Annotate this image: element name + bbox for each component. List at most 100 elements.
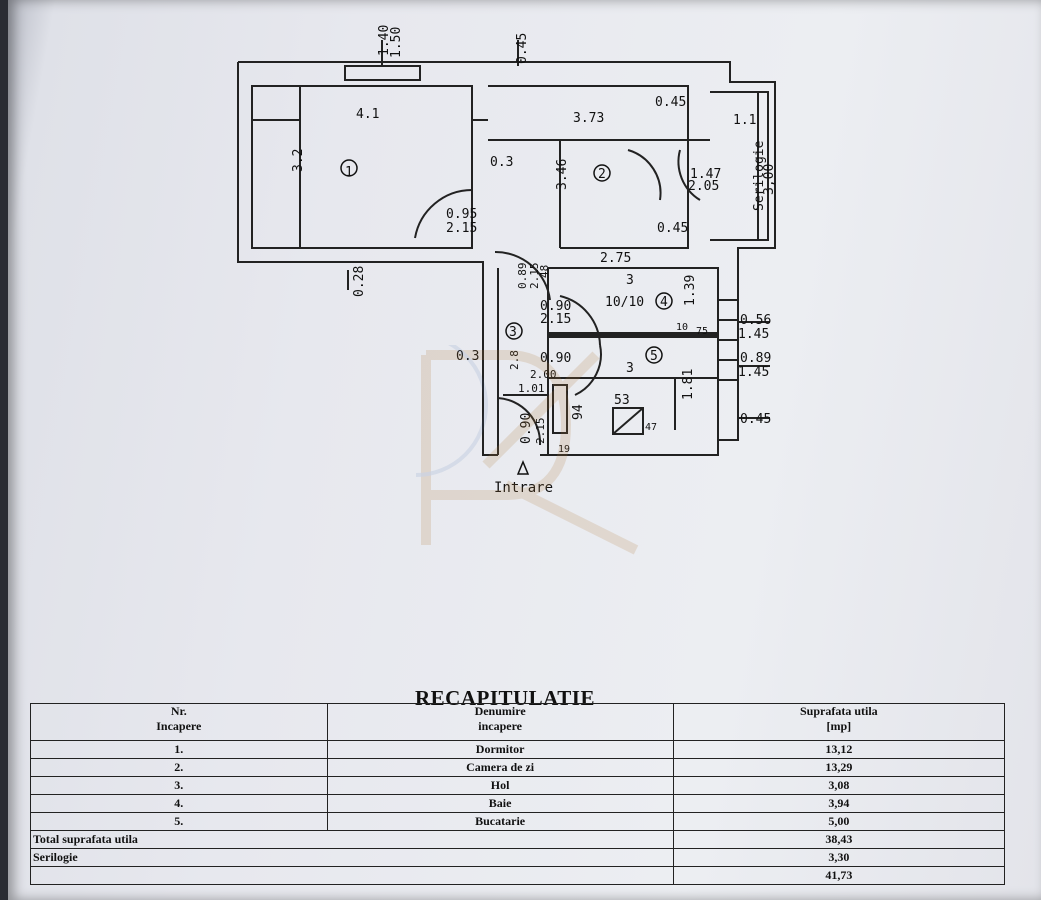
stove-47: 47: [645, 422, 657, 433]
wall-0-28: 0.28: [352, 266, 367, 297]
table-row: 3. Hol 3,08: [30, 776, 1006, 795]
header-denumire-line2: incapere: [478, 719, 523, 733]
header-nr-line2: Incapere: [156, 719, 202, 733]
row-area: 3,08: [672, 776, 1006, 795]
row-nr: 3.: [30, 776, 328, 795]
right-0-56: 0.56: [740, 313, 771, 328]
balcony-2-05: 2.05: [688, 179, 719, 194]
row-name: Camera de zi: [326, 758, 674, 777]
balcony-3-00: 3,00: [762, 164, 777, 195]
row-nr: 1.: [30, 740, 328, 759]
document-page: 1.40 1.50 0.45 4.1 3.2 1 0.3 0.95 2.15 0…: [8, 0, 1041, 900]
small-10: 10: [676, 322, 688, 333]
window-1-1: 1.1: [733, 113, 756, 128]
dim-1-50: 1.50: [389, 27, 404, 58]
table-total-row: Total suprafata utila 38,43: [30, 830, 1006, 849]
door-0-95: 0.95: [446, 207, 477, 222]
balcony-label: Serilogie: [752, 140, 767, 211]
table-header-row: Nr. Incapere Denumire incapere Suprafata…: [30, 703, 1006, 741]
entry-0-90: 0.90: [519, 413, 534, 444]
dim-0-45-upper: 0.45: [655, 95, 686, 110]
header-denumire-line1: Denumire: [474, 704, 526, 718]
room1-width: 4.1: [356, 107, 379, 122]
hall-2-15: 2.15: [528, 263, 541, 290]
hall-2-8: 2.8: [508, 350, 521, 370]
wall-0-3: 0.3: [490, 155, 513, 170]
grand-total-label: [30, 866, 674, 885]
room4-marker: [655, 292, 673, 310]
row-area: 13,29: [672, 758, 1006, 777]
room3-number: 3: [509, 325, 517, 340]
room4-1-39: 1.39: [683, 275, 698, 306]
room2-bottom: 2.75: [600, 251, 631, 266]
row-nr: 4.: [30, 794, 328, 813]
table-total-row: 41,73: [30, 866, 1006, 885]
room2-marker: [593, 164, 611, 182]
room2-width: 3.73: [573, 111, 604, 126]
stove-53: 53: [614, 393, 630, 408]
entrance-arrow-icon: [516, 460, 530, 475]
row-name: Baie: [326, 794, 674, 813]
header-nr-line1: Nr.: [170, 704, 187, 718]
hall-1-01: 1.01: [518, 382, 545, 395]
door4-2-15: 2.15: [540, 312, 571, 327]
floor-plan: 1.40 1.50 0.45 4.1 3.2 1 0.3 0.95 2.15 0…: [237, 25, 777, 496]
row-name: Dormitor: [326, 740, 674, 759]
dim-0-45-top: 0.45: [515, 33, 530, 64]
small-75: 75: [696, 326, 708, 337]
room5-marker: [645, 346, 663, 364]
header-suprafata-line1: Suprafata utila: [800, 704, 878, 718]
row-nr: 2.: [30, 758, 328, 777]
row-name: Hol: [326, 776, 674, 795]
row-area: 5,00: [672, 812, 1006, 831]
header-unit: [mp]: [826, 719, 852, 733]
room4-width: 3: [626, 273, 634, 288]
door-2-15: 2.15: [446, 221, 477, 236]
total-value: 38,43: [672, 830, 1006, 849]
entry-2-15: 2.15: [534, 418, 547, 445]
recap-table: Nr. Incapere Denumire incapere Suprafata…: [30, 703, 1006, 885]
header-denumire: Denumire incapere: [326, 703, 674, 741]
room5-width: 3: [626, 361, 634, 376]
room5-1-81: 1.81: [681, 369, 696, 400]
balcony-1-47: 1.47: [690, 167, 721, 182]
hall-2-00: 2.00: [530, 368, 557, 381]
room1-marker: [340, 159, 358, 177]
serilogie-label: Serilogie: [30, 848, 674, 867]
room1-height: 3.2: [291, 149, 306, 172]
right-1-45-b: 1.45: [738, 365, 769, 380]
room2-height: 3.46: [555, 159, 570, 190]
room5-number: 5: [650, 349, 658, 364]
room4-number: 4: [660, 295, 668, 310]
item-94: 94: [571, 404, 586, 420]
right-1-45-a: 1.45: [738, 327, 769, 342]
header-nr: Nr. Incapere: [30, 703, 328, 741]
total-label: Total suprafata utila: [30, 830, 674, 849]
right-0-45: 0.45: [740, 412, 771, 427]
row-area: 13,12: [672, 740, 1006, 759]
entrance-label: Intrare: [494, 480, 553, 496]
table-row: 5. Bucatarie 5,00: [30, 812, 1006, 831]
fraction-10-10: 10/10: [605, 295, 644, 310]
table-total-row: Serilogie 3,30: [30, 848, 1006, 867]
item-19: 19: [558, 444, 570, 455]
serilogie-value: 3,30: [672, 848, 1006, 867]
room1-number: 1: [345, 165, 353, 180]
room3-marker: [505, 322, 523, 340]
door5-0-90: 0.90: [540, 351, 571, 366]
row-nr: 5.: [30, 812, 328, 831]
grand-total-value: 41,73: [672, 866, 1006, 885]
row-area: 3,94: [672, 794, 1006, 813]
table-row: 2. Camera de zi 13,29: [30, 758, 1006, 777]
table-row: 1. Dormitor 13,12: [30, 740, 1006, 759]
dim-1-40: 1.40: [377, 25, 392, 56]
dim-0-45-mid: 0.45: [657, 221, 688, 236]
hall-48: 48: [538, 265, 551, 278]
door4-0-90: 0.90: [540, 299, 571, 314]
left-0-3: 0.3: [456, 349, 479, 364]
right-0-89: 0.89: [740, 351, 771, 366]
header-suprafata: Suprafata utila [mp]: [672, 703, 1006, 741]
row-name: Bucatarie: [326, 812, 674, 831]
table-row: 4. Baie 3,94: [30, 794, 1006, 813]
room2-number: 2: [598, 167, 606, 182]
